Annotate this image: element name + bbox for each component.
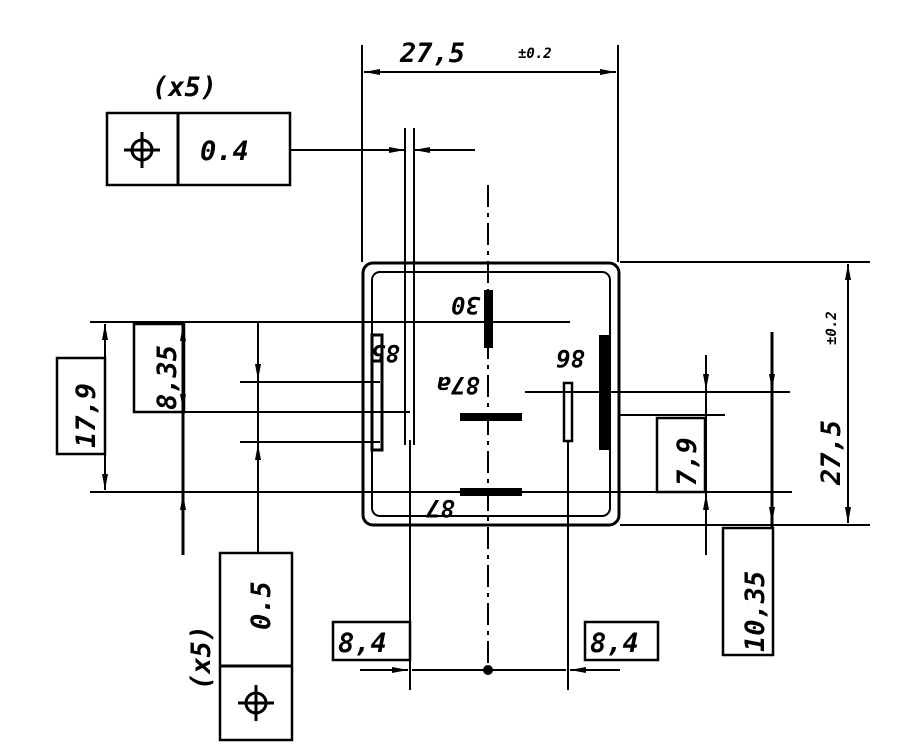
height-tolerance: ±0.2 <box>824 311 840 345</box>
position-tolerance-frame-top: (x5) 0.4 <box>105 72 475 187</box>
height-value: 27,5 <box>816 420 847 486</box>
pin-label-86: 86 <box>556 344 585 372</box>
dimension-8-4-pair: 8,4 8,4 <box>331 620 660 675</box>
tolerance-value: 0.4 <box>200 136 249 167</box>
position-symbol-icon <box>124 132 160 168</box>
dimension-value: 7,9 <box>672 437 703 486</box>
dimension-value: 8,35 <box>152 345 183 410</box>
position-tolerance-frame-bottom: 0.5 (x5) <box>186 551 294 742</box>
pin-label-85: 85 <box>371 339 400 367</box>
position-symbol-icon <box>238 685 274 721</box>
count-label: (x5) <box>152 72 217 103</box>
dimension-7-9: 7,9 <box>655 355 709 555</box>
dimension-8-35: 8,35 <box>132 322 186 555</box>
dimension-17-9: 17,9 <box>55 324 108 490</box>
dimension-value: 10,35 <box>740 571 771 652</box>
width-tolerance: ±0.2 <box>518 46 552 62</box>
dimension-10-35: 10,35 <box>721 332 775 657</box>
height-dimension: 27,5 ±0.2 <box>816 264 851 523</box>
count-label: (x5) <box>186 625 217 690</box>
pin-label-87: 87 <box>426 494 455 522</box>
dimension-value: 8,4 <box>338 628 387 659</box>
dimension-value: 17,9 <box>71 383 102 448</box>
dimension-value: 8,4 <box>590 628 639 659</box>
pins: 30 85 86 87a 87 <box>370 128 611 522</box>
tolerance-value: 0.5 <box>246 581 277 630</box>
width-value: 27,5 <box>399 38 465 69</box>
pin-label-87a: 87a <box>437 371 480 399</box>
pin-label-30: 30 <box>451 291 481 319</box>
width-dimension: 27,5 ±0.2 <box>361 38 619 262</box>
